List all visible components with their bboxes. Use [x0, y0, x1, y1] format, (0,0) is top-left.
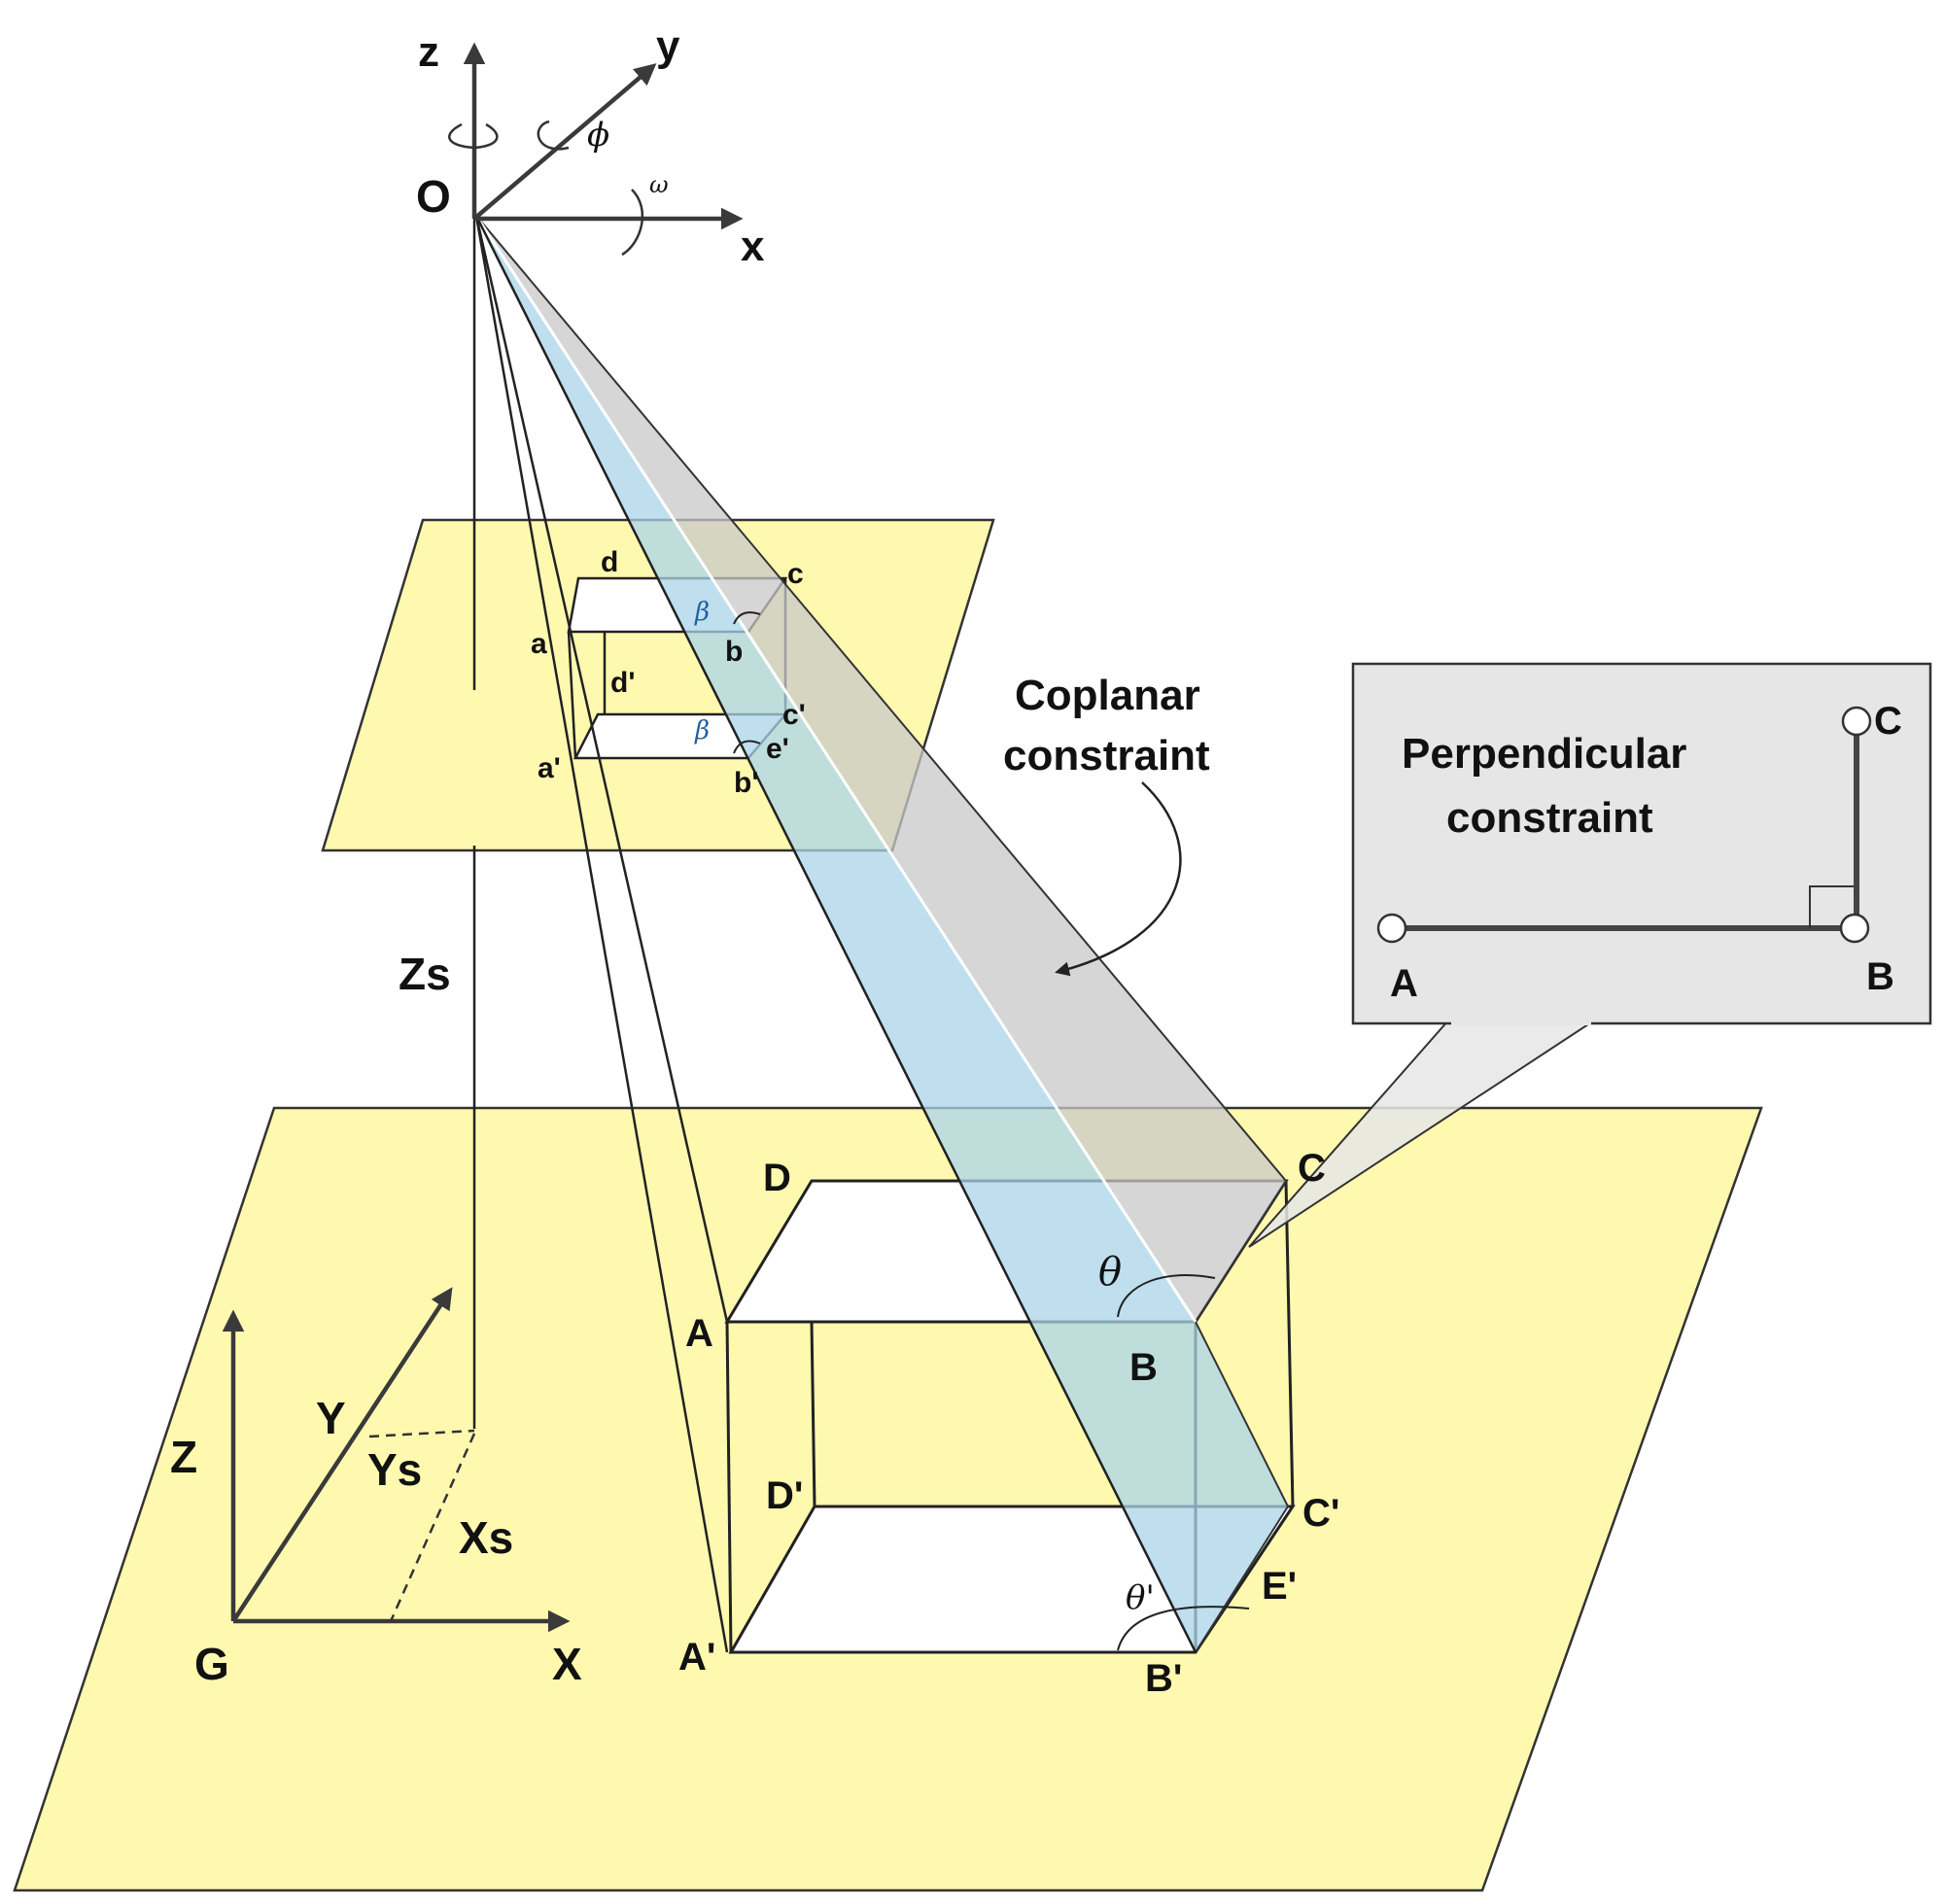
ray-o-b: [474, 215, 1198, 1323]
xs-ys-line: [368, 1429, 475, 1438]
label-big-d: D: [763, 1157, 791, 1199]
rotation-phi-icon: [537, 120, 570, 151]
label-camera-y: y: [656, 22, 680, 70]
label-camera-x: x: [741, 223, 765, 270]
callout-point-a: [1376, 913, 1407, 944]
label-camera-z: z: [418, 28, 439, 76]
label-beta-prime: β: [694, 716, 710, 745]
ground-y-axis: [231, 1287, 453, 1623]
label-g: G: [194, 1639, 229, 1689]
camera-y-axis: [472, 63, 657, 221]
beta-arc: [733, 611, 761, 625]
callout-label-c: C: [1874, 700, 1902, 743]
perpendicular-callout: [1351, 662, 1932, 1025]
label-xs: Xs: [459, 1512, 513, 1563]
callout-point-c: [1841, 706, 1872, 737]
label-d: d: [601, 546, 618, 578]
ground-edge-aa: [725, 1321, 733, 1653]
label-d-prime: d': [610, 667, 635, 699]
xs-dashed-line: [389, 1433, 476, 1622]
theta-arc: [1117, 1274, 1216, 1318]
callout-title-line1: Perpendicular: [1402, 730, 1686, 778]
label-big-e-prime: E': [1262, 1565, 1297, 1608]
ground-edge-cc: [1284, 1180, 1295, 1507]
callout-label-a: A: [1390, 962, 1418, 1005]
label-theta: θ: [1098, 1250, 1122, 1295]
label-c: c: [787, 558, 804, 590]
coplanar-arrow: [1055, 781, 1182, 977]
label-zs: Zs: [399, 949, 451, 999]
callout-title-line2: constraint: [1446, 794, 1653, 842]
label-theta-prime: θ': [1126, 1578, 1155, 1617]
label-ground-y: Y: [316, 1393, 346, 1443]
label-beta: β: [694, 598, 710, 627]
label-phi: ϕ: [587, 116, 609, 155]
ground-edge-dd: [810, 1321, 816, 1507]
callout-label-b: B: [1866, 955, 1894, 998]
ray-o-aprime: [474, 215, 729, 1653]
label-e-prime: e': [766, 733, 789, 765]
label-big-b-prime: B': [1145, 1657, 1182, 1700]
label-b: b: [725, 636, 743, 668]
label-big-d-prime: D': [766, 1474, 803, 1517]
ray-o-bprime: [474, 215, 1198, 1653]
theta-prime-arc: [1117, 1606, 1250, 1651]
label-big-c: C: [1298, 1147, 1326, 1190]
label-ys: Ys: [367, 1444, 422, 1495]
callout-point-b: [1839, 913, 1870, 944]
ray-o-a: [474, 215, 729, 1323]
label-a-prime: a': [538, 752, 561, 784]
label-big-a: A: [685, 1312, 713, 1355]
label-b-prime: b': [734, 767, 758, 799]
label-ground-x: X: [552, 1639, 582, 1689]
beta-prime-arc: [733, 740, 761, 754]
label-o: O: [416, 171, 451, 222]
coplanar-label-line1: Coplanar: [1015, 672, 1200, 719]
image-box-edge-ad: [567, 631, 577, 759]
label-big-c-prime: C': [1302, 1492, 1339, 1535]
label-big-a-prime: A': [678, 1636, 715, 1679]
label-a: a: [531, 628, 547, 660]
label-ground-z: Z: [170, 1432, 197, 1482]
right-angle-mark: [1809, 885, 1854, 928]
coplanar-label-line2: constraint: [1003, 732, 1210, 779]
label-omega: ω: [649, 171, 669, 198]
label-c-prime: c': [782, 699, 806, 731]
rotation-z-icon: [448, 122, 499, 150]
rotation-omega-icon: [621, 189, 644, 257]
label-big-b: B: [1129, 1346, 1158, 1389]
